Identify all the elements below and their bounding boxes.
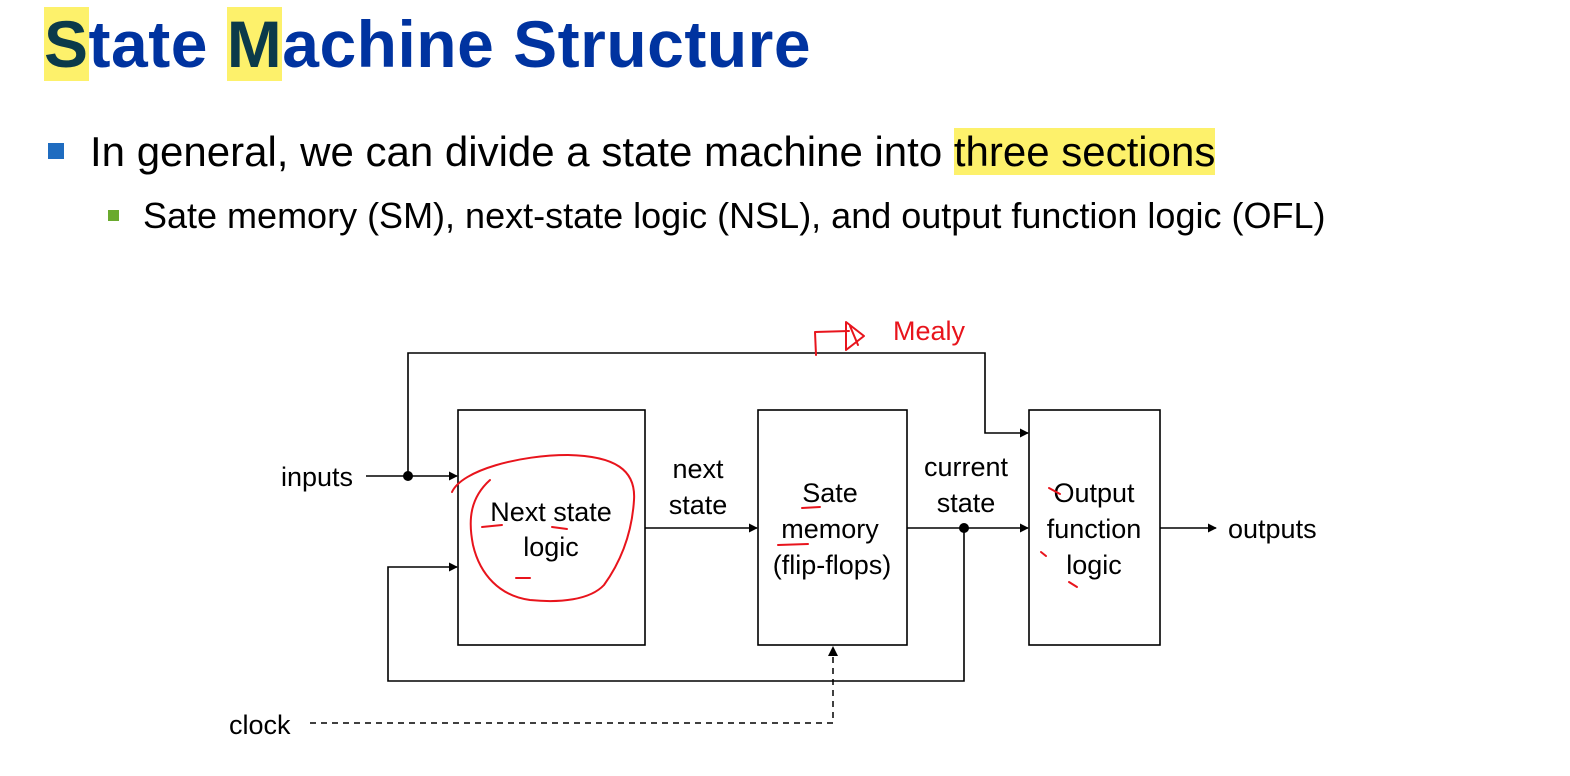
label-current-state-2: state: [937, 488, 996, 518]
title-text-1: tate: [88, 7, 227, 81]
underline-function: [1040, 551, 1047, 557]
wire-mealy-path: [407, 352, 1029, 476]
bullet-main-text: In general, we can divide a state machin…: [90, 128, 954, 175]
nsl-circle-annotation: [451, 454, 636, 603]
ofl-label-1: Output: [1053, 478, 1135, 508]
ofl-label-3: logic: [1066, 550, 1122, 580]
ofl-label-2: function: [1047, 514, 1142, 544]
label-outputs: outputs: [1228, 514, 1317, 544]
label-next-state-2: state: [669, 490, 728, 520]
label-next-state-1: next: [672, 454, 724, 484]
sm-label-2: memory: [781, 514, 879, 544]
underline-memory: [777, 543, 809, 546]
sub-bullet-square-icon: [108, 209, 119, 221]
red-annotations: [451, 321, 1078, 603]
mealy-arrow-annotation: [814, 321, 865, 356]
underline-logic-ofl: [1068, 581, 1078, 588]
bullet-main-highlight: three sections: [953, 128, 1216, 175]
title-text-2: achine Structure: [282, 7, 812, 81]
nsl-label-1: Next state: [490, 497, 612, 527]
underline-state: [551, 526, 568, 530]
wire-clock: [310, 648, 834, 724]
underline-output: [1048, 487, 1061, 495]
bullet-sub-text: Sate memory (SM), next-state logic (NSL)…: [143, 195, 1326, 236]
title-highlight-s: S: [44, 7, 89, 81]
label-clock: clock: [229, 710, 291, 740]
title-highlight-m: M: [226, 7, 283, 81]
slide-title: State Machine Structure: [44, 2, 811, 86]
bullet-sub: Sate memory (SM), next-state logic (NSL)…: [108, 192, 1325, 240]
bullet-main: In general, we can divide a state machin…: [48, 124, 1216, 180]
sm-label-1: Sate: [802, 478, 858, 508]
label-mealy: Mealy: [893, 316, 966, 346]
underline-sate: [801, 506, 821, 509]
bullet-square-icon: [48, 142, 64, 159]
label-current-state-1: current: [924, 452, 1009, 482]
clock-arrowhead: [828, 646, 838, 656]
label-inputs: inputs: [281, 462, 353, 492]
wire-state-feedback: [387, 528, 965, 682]
sm-label-3: (flip-flops): [773, 550, 892, 580]
underline-next: [481, 524, 503, 528]
nsl-label-2: logic: [523, 532, 579, 562]
